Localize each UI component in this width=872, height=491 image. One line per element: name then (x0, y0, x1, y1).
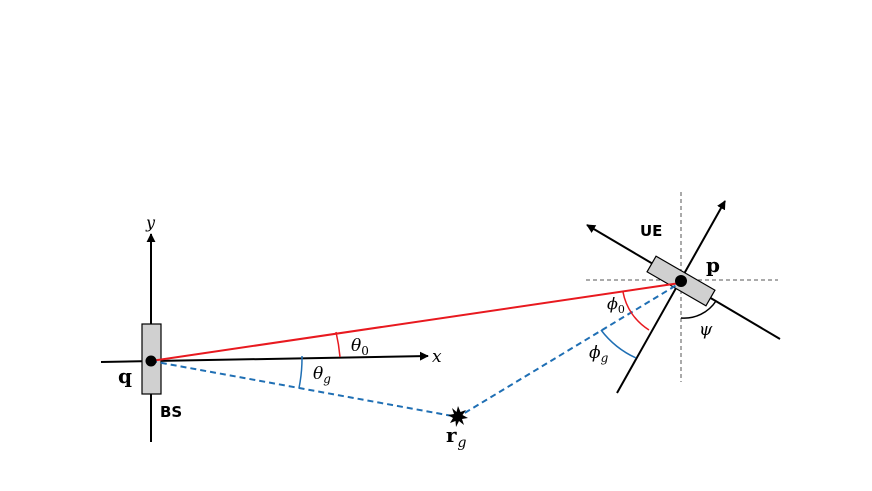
bs-name-label: BS (160, 403, 182, 421)
ue-broadside-axis (616, 200, 726, 394)
x-axis-label: x (432, 347, 442, 367)
thetag-arc (298, 355, 303, 389)
phig-label: ϕg (589, 343, 609, 365)
theta0-arc (335, 331, 341, 358)
ue-name-label: UE (640, 222, 662, 240)
scatterer-label: rg (446, 423, 467, 451)
phi0-label: ϕ0 (607, 294, 625, 316)
theta0-label: θ0 (351, 336, 369, 358)
bs-point-label: q (118, 364, 132, 388)
ue-point-label: p (706, 253, 720, 277)
psi-arc (680, 300, 717, 319)
y-axis-label: y (145, 213, 156, 232)
bs-position-dot (145, 355, 157, 367)
psi-label: ψ (699, 320, 713, 340)
phig-arc (600, 329, 637, 359)
thetag-label: θg (313, 364, 331, 386)
ue-position-dot (675, 275, 687, 287)
scatterer-icon (448, 406, 468, 427)
los-path (150, 282, 681, 362)
phi0-arc (622, 291, 650, 331)
